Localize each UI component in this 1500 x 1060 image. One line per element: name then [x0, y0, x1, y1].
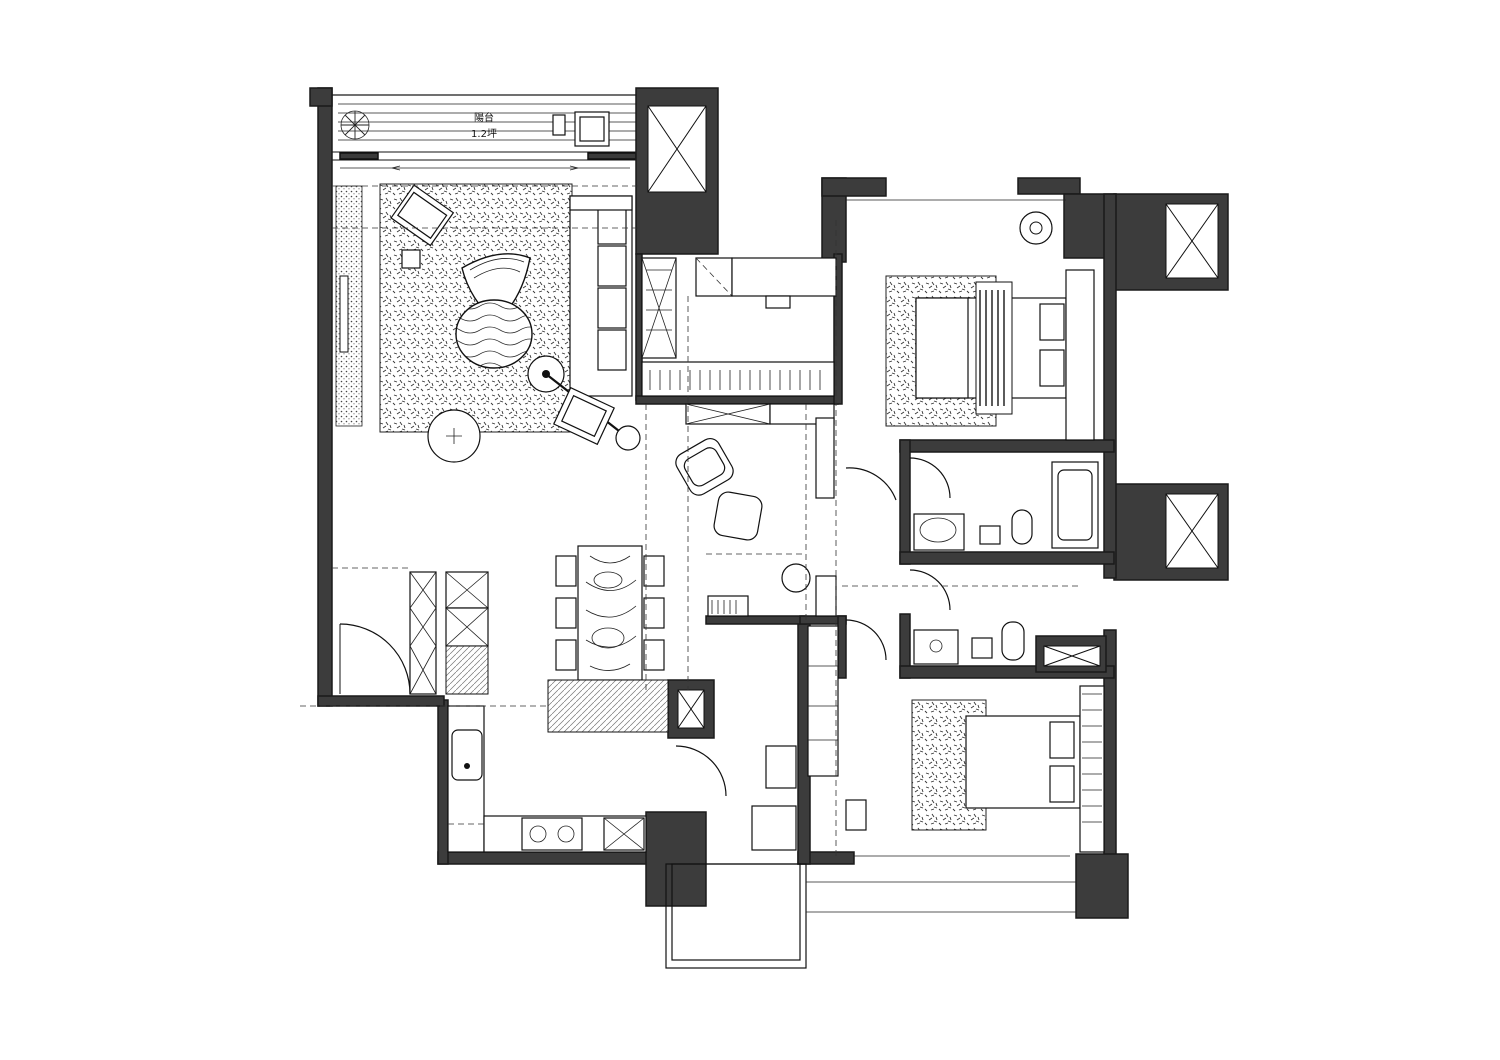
hallway-closet	[807, 417, 839, 777]
coffee-table-top	[461, 253, 531, 323]
balcony-area: 1.2坪	[471, 127, 497, 140]
armchair	[552, 386, 616, 446]
coffee-table-bottom	[455, 299, 533, 369]
dining-table	[577, 545, 643, 681]
bathroom-2	[909, 569, 1025, 665]
plant-icon	[340, 110, 370, 140]
balcony-sliding-door	[329, 151, 639, 171]
balcony: 陽台 1.2坪	[329, 94, 639, 156]
study	[641, 257, 837, 425]
entry-door[interactable]	[339, 623, 411, 695]
toilet-2	[1001, 621, 1025, 661]
exterior-walls	[309, 87, 1229, 919]
reference-lines	[300, 220, 1080, 860]
living-room	[332, 183, 641, 569]
bathroom-1	[909, 457, 1099, 551]
second-bedroom	[806, 619, 1105, 913]
stove	[521, 817, 583, 851]
toilet-1	[1011, 509, 1033, 545]
ottoman	[713, 491, 763, 541]
kitchen-sink	[451, 729, 483, 781]
dining-area	[409, 438, 763, 733]
service-area	[665, 563, 837, 969]
sofa	[569, 195, 633, 397]
balcony-name: 陽台	[474, 111, 494, 124]
interior-walls	[635, 253, 1115, 679]
lounge-seat	[675, 438, 734, 496]
master-bedroom	[845, 199, 1095, 501]
lounge-chair	[390, 184, 455, 247]
